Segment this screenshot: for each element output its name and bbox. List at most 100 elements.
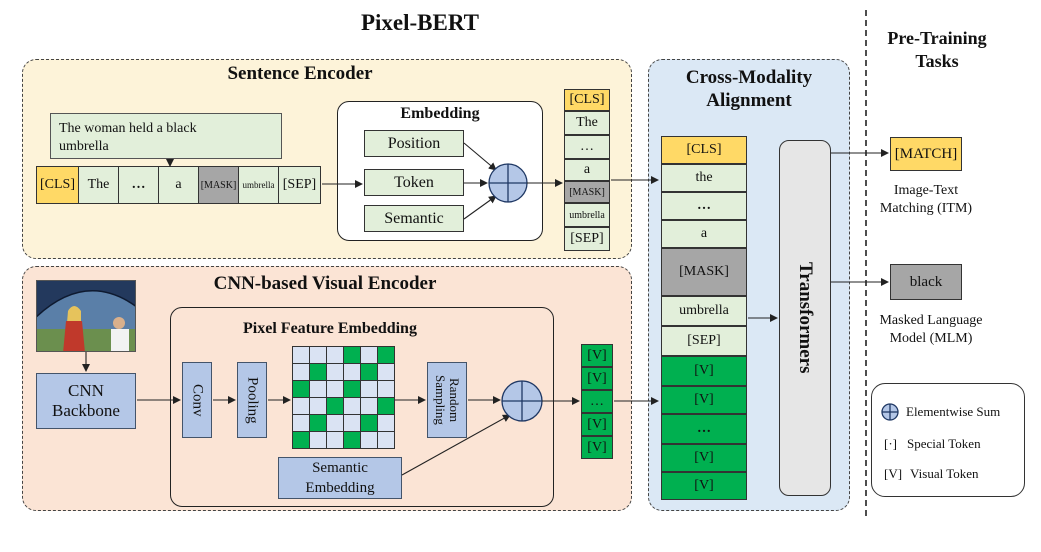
random-sampling-label: Random Sampling — [433, 375, 462, 425]
cross-token: [V] — [661, 386, 747, 414]
caption-box: The woman held a black umbrella — [50, 113, 282, 159]
embedding-title: Embedding — [400, 105, 480, 122]
sentence-output-ellipsis: … — [564, 135, 610, 159]
visual-semantic-embedding-box: Semantic Embedding — [278, 457, 402, 499]
cross-token: … — [661, 414, 747, 444]
cross-token: [V] — [661, 356, 747, 386]
input-image — [36, 280, 136, 352]
pixel-grid-cell — [343, 363, 361, 381]
pixel-grid-cell — [360, 363, 378, 381]
legend-row-special: [·] Special Token — [884, 434, 1024, 454]
cross-token: umbrella — [661, 296, 747, 326]
visual-semantic-line-2: Embedding — [305, 480, 375, 496]
pixel-grid-cell — [326, 363, 344, 381]
pixel-grid-cell — [343, 380, 361, 398]
cross-token: [V] — [661, 444, 747, 472]
pixel-grid-cell — [377, 380, 395, 398]
page-title: Pixel-BERT — [360, 10, 480, 35]
cross-modality-title-line-1: Cross-Modality — [685, 67, 813, 88]
cross-token: [MASK] — [661, 248, 747, 296]
pixel-grid-cell — [309, 397, 327, 415]
input-token-ellipsis: … — [118, 166, 159, 204]
visual-output-v4: [V] — [581, 436, 613, 459]
cnn-backbone-line-1: CNN — [68, 381, 104, 400]
pooling-label: Pooling — [244, 376, 261, 424]
cross-modality-title: Cross-Modality Alignment — [650, 64, 848, 114]
input-token-a: a — [158, 166, 199, 204]
mlm-line-2: Model (MLM) — [889, 331, 973, 346]
pixel-grid-cell — [292, 363, 310, 381]
pixel-grid-cell — [360, 431, 378, 449]
legend-row-sum: Elementwise Sum — [880, 402, 1022, 422]
legend-sum-label: Elementwise Sum — [906, 404, 1001, 419]
legend-visual-symbol: [V] — [884, 466, 903, 481]
pixel-grid-cell — [309, 414, 327, 432]
cross-token: the — [661, 164, 747, 192]
pixel-feature-grid — [292, 346, 395, 449]
input-token-mask: [MASK] — [198, 166, 239, 204]
input-token-cls: [CLS] — [36, 166, 79, 204]
cross-token: … — [661, 192, 747, 220]
input-token-sep: [SEP] — [278, 166, 321, 204]
pretraining-title-line-2: Tasks — [915, 51, 959, 71]
conv-box: Conv — [182, 362, 212, 438]
pixel-grid-cell — [309, 346, 327, 364]
caption-line-1: The woman held a black — [59, 121, 197, 136]
sentence-output-sep: [SEP] — [564, 227, 610, 251]
caption-line-2: umbrella — [59, 139, 109, 154]
elementwise-sum-icon — [881, 403, 899, 421]
itm-line-1: Image-Text — [893, 183, 959, 198]
pixel-grid-cell — [343, 397, 361, 415]
legend-special-label: Special Token — [907, 436, 981, 451]
pixel-grid-cell — [343, 414, 361, 432]
cross-token: [V] — [661, 472, 747, 500]
visual-output-ellipsis: … — [581, 390, 613, 413]
pixel-grid-cell — [326, 346, 344, 364]
pixel-grid-cell — [326, 414, 344, 432]
legend-special-symbol: [·] — [884, 436, 897, 451]
pretraining-title: Pre-Training Tasks — [862, 26, 1012, 74]
pixel-grid-cell — [343, 431, 361, 449]
cross-token: [SEP] — [661, 326, 747, 356]
cross-token: a — [661, 220, 747, 248]
cross-modality-title-line-2: Alignment — [706, 90, 792, 111]
cnn-backbone-box: CNN Backbone — [36, 373, 136, 429]
pixel-grid-cell — [292, 346, 310, 364]
pixel-grid-cell — [309, 363, 327, 381]
cross-modality-token-column: [CLS]the…a[MASK]umbrella[SEP][V][V]…[V][… — [661, 136, 747, 502]
visual-semantic-line-1: Semantic — [312, 460, 368, 476]
visual-output-v2: [V] — [581, 367, 613, 390]
semantic-embedding-box: Semantic — [364, 205, 464, 232]
pixel-grid-cell — [360, 414, 378, 432]
position-embedding-box: Position — [364, 130, 464, 157]
black-token: black — [890, 264, 962, 300]
legend-box: Elementwise Sum [·] Special Token [V] Vi… — [871, 383, 1025, 497]
random-sampling-box: Random Sampling — [427, 362, 467, 438]
pixel-grid-cell — [343, 346, 361, 364]
cross-token: [CLS] — [661, 136, 747, 164]
visual-output-v1: [V] — [581, 344, 613, 367]
pixel-grid-cell — [292, 397, 310, 415]
transformers-box: Transformers — [779, 140, 831, 496]
pixel-feature-embedding-title: Pixel Feature Embedding — [243, 320, 417, 337]
pixel-grid-cell — [377, 414, 395, 432]
umbrella-photo-illustration — [37, 281, 135, 351]
pixel-grid-cell — [326, 397, 344, 415]
pixel-grid-cell — [377, 363, 395, 381]
pixel-grid-cell — [377, 346, 395, 364]
pixel-grid-cell — [326, 431, 344, 449]
visual-output-v3: [V] — [581, 413, 613, 436]
pixel-grid-cell — [309, 380, 327, 398]
legend-row-visual: [V] Visual Token — [884, 464, 1024, 484]
mlm-line-1: Masked Language — [879, 313, 983, 328]
input-token-the: The — [78, 166, 119, 204]
sentence-output-a: a — [564, 159, 610, 181]
itm-line-2: Matching (ITM) — [879, 201, 973, 216]
token-embedding-box: Token — [364, 169, 464, 196]
pixel-grid-cell — [360, 380, 378, 398]
conv-label: Conv — [189, 383, 206, 417]
sentence-output-cls: [CLS] — [564, 89, 610, 111]
itm-label: Image-Text Matching (ITM) — [865, 180, 987, 220]
visual-encoder-title: CNN-based Visual Encoder — [213, 273, 437, 294]
cnn-backbone-line-2: Backbone — [52, 401, 120, 420]
